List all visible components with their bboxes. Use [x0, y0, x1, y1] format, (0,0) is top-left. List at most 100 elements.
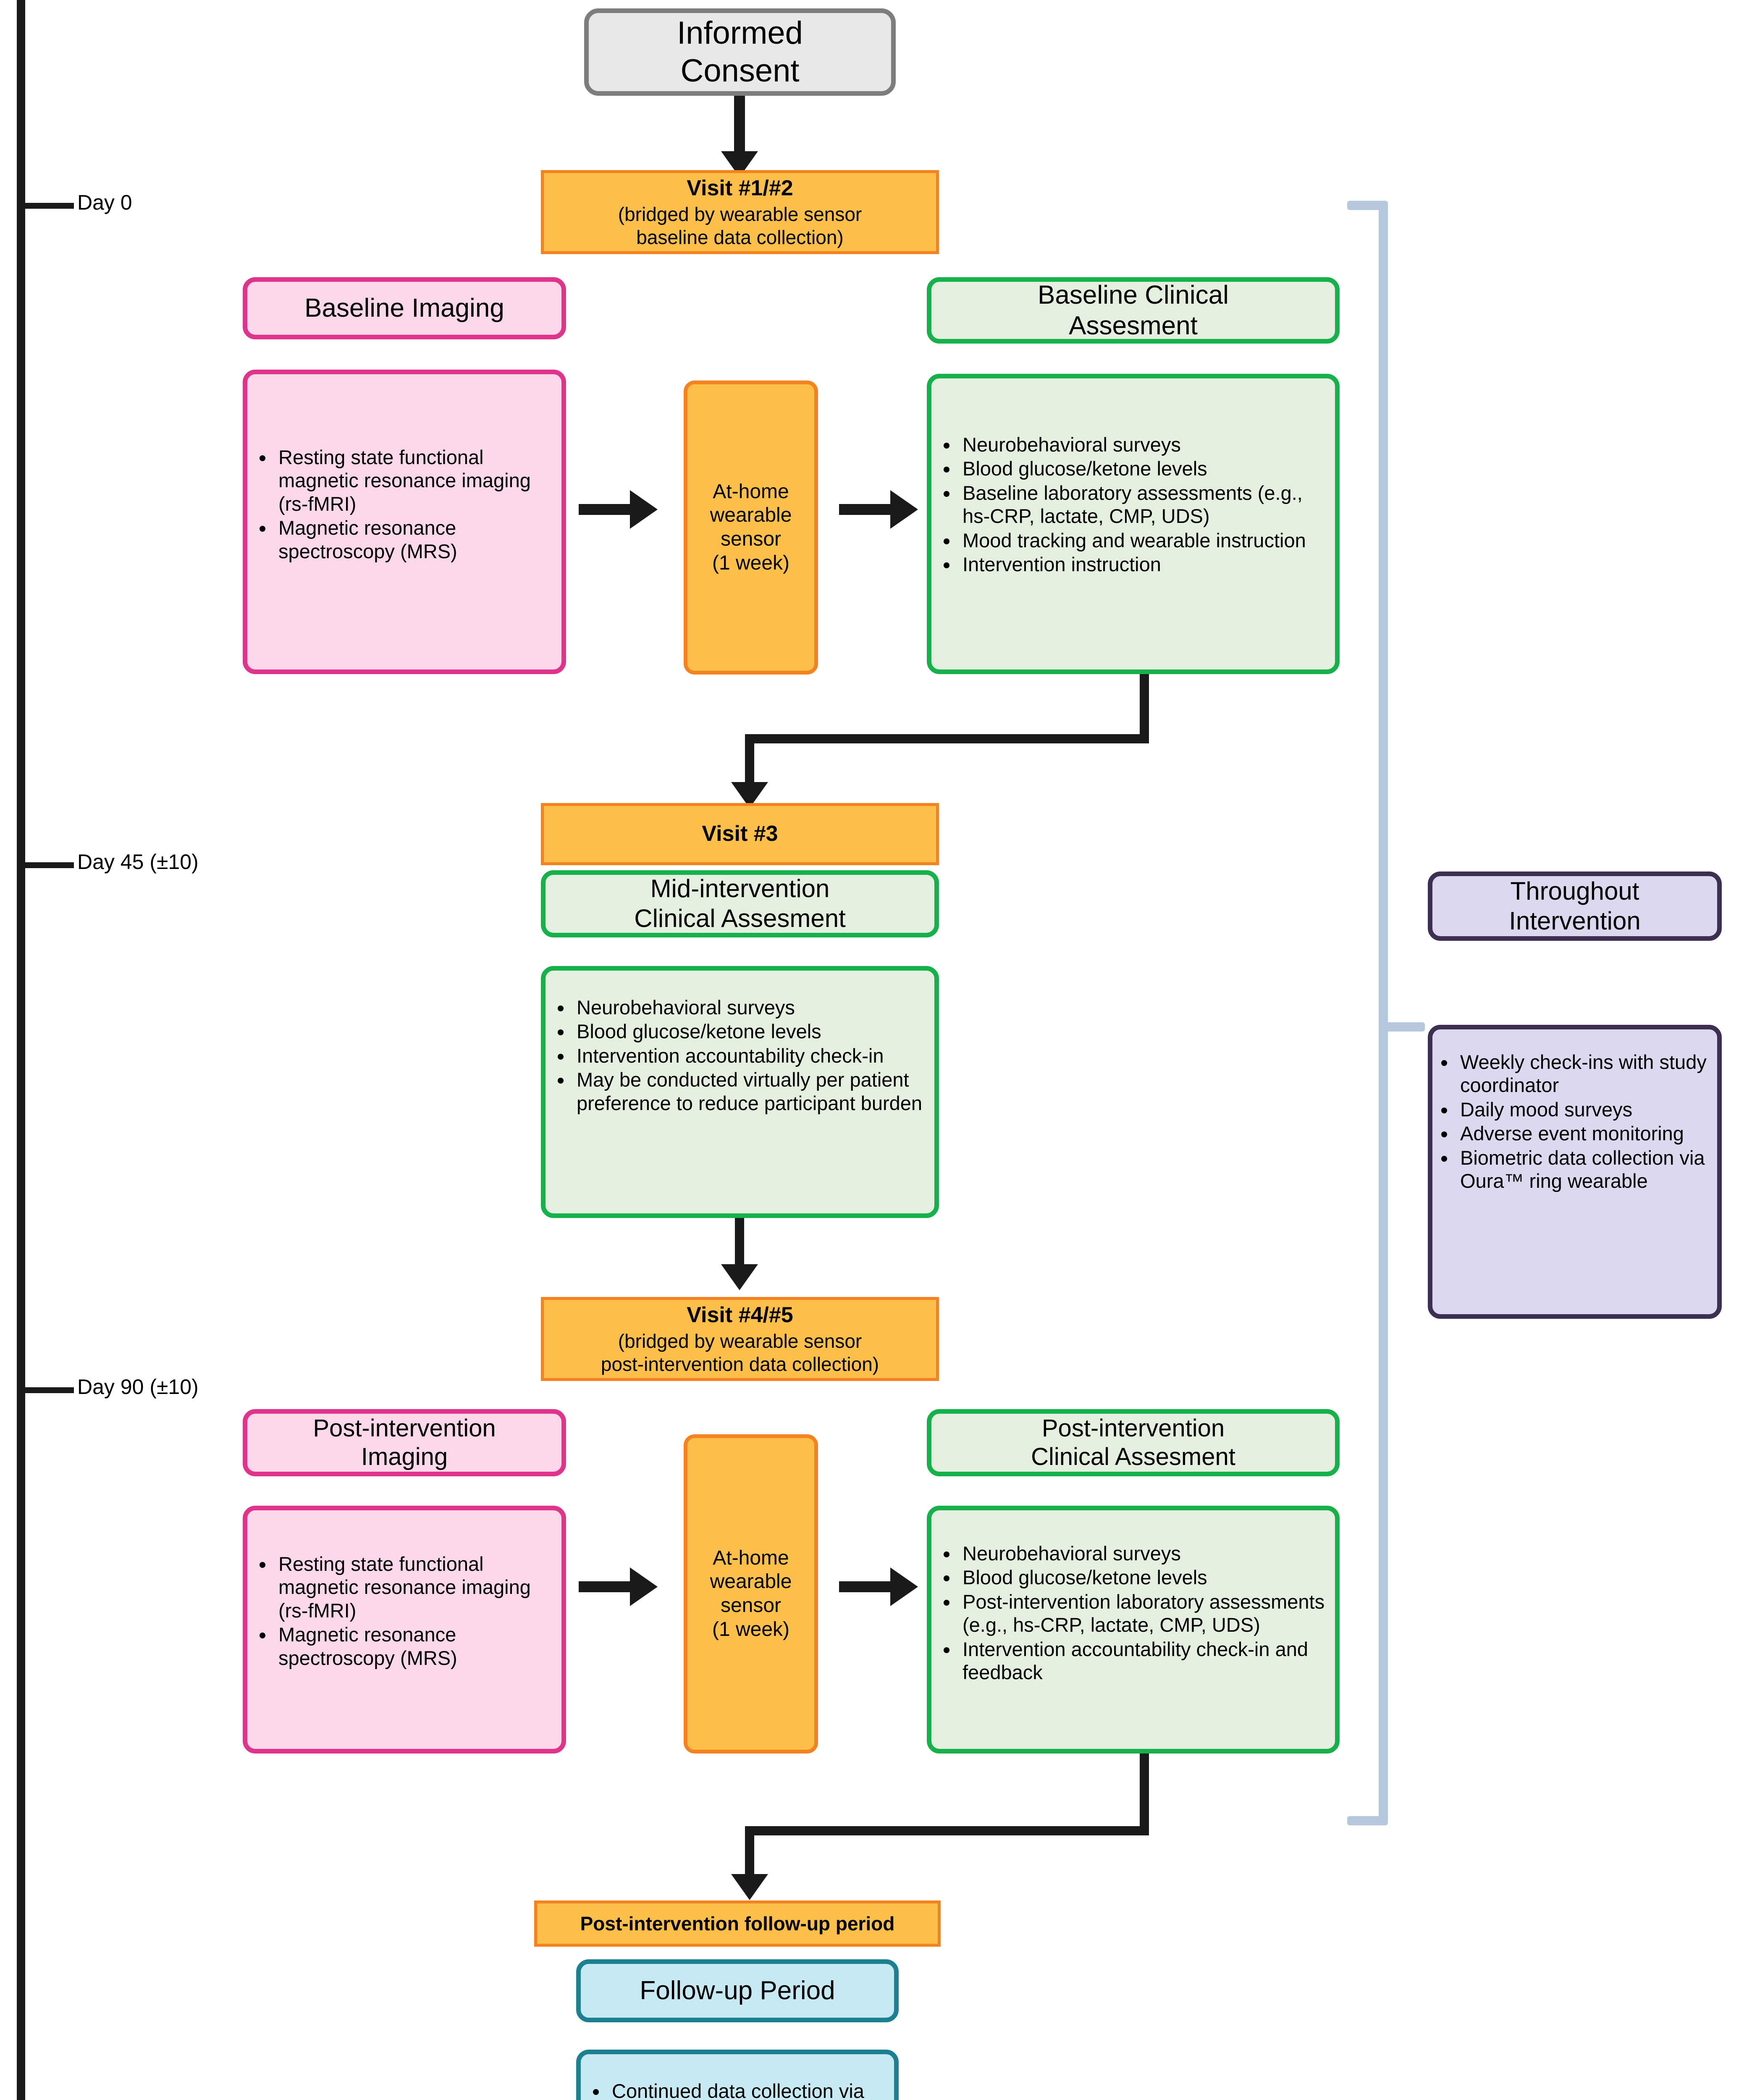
list-item: Resting state functional magnetic resona… [274, 1552, 561, 1622]
visit-1-2-sub-line1: (bridged by wearable sensor [618, 203, 862, 226]
at-home-wearable-post-box: At-home wearable sensor (1 week) [684, 1434, 818, 1754]
list-item: Blood glucose/ketone levels [572, 1020, 934, 1043]
throughout-header-line1: Throughout [1510, 877, 1639, 905]
connector-post-to-followup-vertical [1140, 1754, 1149, 1833]
followup-period-bullet-list: Continued data collection via Oura™ wear… [581, 2079, 894, 2100]
list-item: May be conducted virtually per patient p… [572, 1068, 934, 1115]
wearable-baseline-line4: (1 week) [712, 551, 790, 574]
throughout-bracket-bottom-arm [1347, 1816, 1387, 1825]
list-item: Neurobehavioral surveys [958, 433, 1335, 456]
wearable-post-line4: (1 week) [712, 1618, 790, 1641]
connector-baseline-to-visit3-drop [745, 734, 754, 787]
list-item: Mood tracking and wearable instruction [958, 529, 1335, 552]
mid-clinical-bullet-list: Neurobehavioral surveys Blood glucose/ke… [546, 996, 934, 1115]
timeline-tick-day45 [24, 862, 74, 868]
post-imaging-body: Resting state functional magnetic resona… [243, 1506, 566, 1754]
list-item: Intervention accountability check-in [572, 1044, 934, 1067]
post-imaging-header-line2: Imaging [361, 1443, 448, 1470]
at-home-wearable-baseline-box: At-home wearable sensor (1 week) [684, 381, 818, 675]
throughout-intervention-header: Throughout Intervention [1428, 872, 1722, 941]
list-item: Continued data collection via Oura™ wear… [608, 2079, 894, 2100]
mid-clinical-header-line1: Mid-intervention [650, 874, 830, 903]
timeline-tick-day0 [24, 203, 74, 209]
baseline-clinical-header-line2: Assesment [1069, 311, 1198, 340]
followup-period-header-label: Follow-up Period [640, 1976, 835, 2006]
connector-baseline-to-visit3-horizontal [745, 734, 1149, 743]
mid-clinical-body: Neurobehavioral surveys Blood glucose/ke… [541, 966, 939, 1218]
list-item: Resting state functional magnetic resona… [274, 446, 561, 515]
connector-mid-to-visit45 [735, 1218, 744, 1268]
post-imaging-header: Post-intervention Imaging [243, 1409, 566, 1476]
list-item: Biometric data collection via Oura™ ring… [1456, 1146, 1717, 1193]
list-item: Baseline laboratory assessments (e.g., h… [958, 481, 1335, 528]
list-item: Blood glucose/ketone levels [958, 1566, 1335, 1589]
wearable-baseline-line2: wearable [710, 504, 792, 527]
wearable-post-line2: wearable [710, 1570, 792, 1593]
visit-1-2-sub-line2: baseline data collection) [636, 226, 844, 248]
list-item: Intervention accountability check-in and… [958, 1638, 1335, 1684]
visit-3-box: Visit #3 [541, 803, 939, 865]
list-item: Post-intervention laboratory assessments… [958, 1590, 1335, 1637]
wearable-baseline-line1: At-home [713, 480, 789, 503]
post-clinical-header: Post-intervention Clinical Assesment [927, 1409, 1340, 1476]
visit-4-5-sub-line1: (bridged by wearable sensor [618, 1330, 862, 1352]
list-item: Adverse event monitoring [1456, 1122, 1717, 1145]
followup-banner-title: Post-intervention follow-up period [580, 1912, 895, 1935]
post-clinical-bullet-list: Neurobehavioral surveys Blood glucose/ke… [931, 1542, 1335, 1684]
visit-4-5-box: Visit #4/#5 (bridged by wearable sensor … [541, 1297, 939, 1381]
wearable-baseline-line3: sensor [720, 528, 782, 550]
informed-consent-box: Informed Consent [584, 8, 896, 96]
throughout-bracket-connector-arm [1379, 1022, 1425, 1032]
followup-period-body: Continued data collection via Oura™ wear… [576, 2050, 899, 2100]
timeline-label-day45: Day 45 (±10) [77, 850, 199, 874]
wearable-post-line1: At-home [713, 1546, 789, 1569]
visit-1-2-title: Visit #1/#2 [687, 176, 793, 201]
list-item: Intervention instruction [958, 553, 1335, 576]
arrowhead-wearable-to-baseline-clinical-icon [890, 490, 918, 529]
connector-post-to-followup-horizontal [745, 1826, 1149, 1835]
list-item: Blood glucose/ketone levels [958, 457, 1335, 480]
connector-wearable-to-baseline-clinical [839, 504, 898, 515]
timeline-axis [17, 0, 25, 2100]
timeline-tick-day90 [24, 1387, 74, 1393]
list-item: Daily mood surveys [1456, 1098, 1717, 1121]
throughout-bracket-top-arm [1347, 201, 1387, 210]
throughout-bracket-spine [1379, 201, 1388, 1825]
post-clinical-header-line2: Clinical Assesment [1031, 1443, 1235, 1470]
post-imaging-bullet-list: Resting state functional magnetic resona… [247, 1552, 561, 1670]
baseline-clinical-header-line1: Baseline Clinical [1038, 280, 1229, 310]
list-item: Weekly check-ins with study coordinator [1456, 1050, 1717, 1097]
connector-post-to-followup-drop [745, 1826, 754, 1879]
connector-consent-to-visit12 [734, 96, 745, 155]
mid-clinical-header: Mid-intervention Clinical Assesment [541, 870, 939, 937]
wearable-post-line3: sensor [720, 1594, 782, 1617]
informed-consent-line2: Consent [680, 53, 800, 89]
list-item: Magnetic resonance spectroscopy (MRS) [274, 516, 561, 563]
list-item: Neurobehavioral surveys [958, 1542, 1335, 1565]
baseline-imaging-bullet-list: Resting state functional magnetic resona… [247, 446, 561, 563]
followup-banner-box: Post-intervention follow-up period [534, 1900, 941, 1947]
timeline-label-day0: Day 0 [77, 191, 132, 214]
list-item: Neurobehavioral surveys [572, 996, 934, 1019]
visit-4-5-title: Visit #4/#5 [687, 1303, 793, 1328]
visit-4-5-sub-line2: post-intervention data collection) [601, 1353, 879, 1375]
timeline-label-day90: Day 90 (±10) [77, 1375, 199, 1399]
connector-baseline-to-visit3-vertical [1140, 674, 1149, 741]
connector-wearable-to-post-clinical [839, 1581, 898, 1592]
visit-1-2-box: Visit #1/#2 (bridged by wearable sensor … [541, 170, 939, 254]
visit-3-title: Visit #3 [702, 822, 778, 846]
baseline-imaging-header-label: Baseline Imaging [304, 294, 504, 323]
post-clinical-header-line1: Post-intervention [1041, 1414, 1225, 1442]
arrowhead-post-to-followup-icon [731, 1874, 768, 1900]
arrowhead-wearable-to-post-clinical-icon [890, 1567, 918, 1606]
arrowhead-post-imaging-to-wearable-icon [630, 1567, 658, 1606]
connector-imaging-to-wearable [579, 504, 637, 515]
post-clinical-body: Neurobehavioral surveys Blood glucose/ke… [927, 1506, 1340, 1754]
followup-period-header: Follow-up Period [576, 1959, 899, 2022]
connector-post-imaging-to-wearable [579, 1581, 637, 1592]
list-item: Magnetic resonance spectroscopy (MRS) [274, 1623, 561, 1670]
mid-clinical-header-line2: Clinical Assesment [634, 904, 846, 932]
throughout-bullet-list: Weekly check-ins with study coordinator … [1432, 1050, 1717, 1193]
post-imaging-header-line1: Post-intervention [313, 1414, 496, 1442]
